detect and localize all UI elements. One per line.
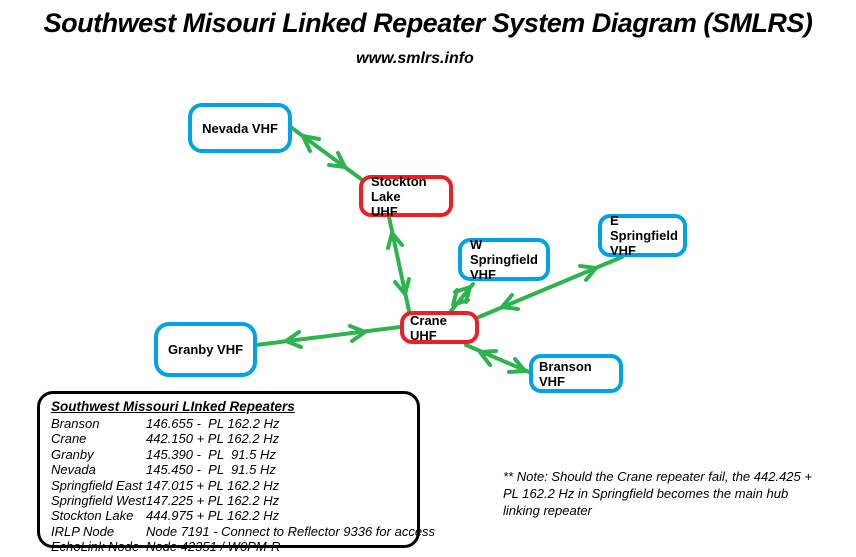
legend-row-value: 146.655 - PL 162.2 Hz	[146, 416, 280, 431]
legend-row-name: IRLP Node	[51, 523, 115, 539]
node-label: Nevada VHF	[202, 120, 278, 136]
legend-title: Southwest Missouri LInked Repeaters	[51, 399, 295, 414]
legend-row: Springfield West 147.225 + PL 162.2 Hz	[51, 493, 417, 508]
node-branson-vhf: Branson VHF	[529, 354, 623, 393]
link-crane-branson	[464, 343, 531, 374]
node-label: E Springfield VHF	[610, 213, 678, 258]
legend-row-value: 444.975 + PL 162.2 Hz	[146, 508, 280, 524]
legend-row-name: Stockton Lake	[51, 508, 134, 524]
node-crane-uhf: Crane UHF	[400, 311, 479, 344]
legend-row-name: Branson	[51, 416, 100, 431]
link-nevada-stockton	[290, 126, 363, 181]
failover-note-line: linking repeater	[503, 503, 592, 518]
legend-row-value: Node 42351 / W0PM-R	[146, 539, 281, 555]
link-crane-espringfield	[477, 255, 624, 319]
legend-row: Branson 146.655 - PL 162.2 Hz	[51, 416, 417, 431]
legend-row-name: Nevada	[51, 462, 96, 478]
legend-row-name: Granby	[51, 446, 94, 462]
legend-row: Springfield East 147.015 + PL 162.2 Hz	[51, 478, 417, 493]
legend-row-value: 147.015 + PL 162.2 Hz	[146, 477, 280, 493]
node-label: Granby VHF	[167, 342, 244, 357]
legend-row-name: EchoLink Node	[51, 539, 140, 555]
legend-row: IRLP Node Node 7191 - Connect to Reflect…	[51, 523, 435, 539]
legend-row-name: Crane	[51, 431, 87, 447]
legend-row: Stockton Lake 444.975 + PL 162.2 Hz	[51, 508, 417, 523]
legend-row-name: Springfield East	[51, 477, 143, 493]
legend-row: Granby 145.390 - PL 91.5 Hz	[51, 447, 417, 462]
page-subtitle: www.smlrs.info	[356, 50, 474, 67]
legend-row: Crane 442.150 + PL 162.2 Hz	[51, 431, 417, 446]
legend-row-value: 442.150 + PL 162.2 Hz	[146, 431, 280, 447]
node-nevada-vhf: Nevada VHF	[188, 103, 292, 153]
legend-row: EchoLink Node Node 42351 / W0PM-R	[51, 539, 417, 554]
failover-note-line: PL 162.2 Hz in Springfield becomes the m…	[503, 486, 789, 501]
legend-row-value: 145.390 - PL 91.5 Hz	[146, 446, 276, 462]
legend-row-value: Node 7191 - Connect to Reflector 9336 fo…	[146, 523, 436, 539]
link-stockton-crane	[386, 215, 411, 313]
link-crane-wspringfield	[449, 282, 475, 313]
legend-row-value: 147.225 + PL 162.2 Hz	[146, 493, 280, 509]
failover-note: ** Note: Should the Crane repeater fail,…	[503, 468, 823, 519]
node-label: Stockton Lake UHF	[371, 173, 427, 219]
page-title: Southwest Misouri Linked Repeater System…	[43, 8, 813, 38]
node-granby-vhf: Granby VHF	[154, 322, 257, 377]
node-stockton-lake-uhf: Stockton Lake UHF	[359, 173, 453, 219]
legend-row-value: 145.450 - PL 91.5 Hz	[146, 462, 276, 478]
link-granby-crane	[254, 324, 402, 349]
node-label: W Springfield VHF	[470, 237, 538, 282]
legend-row: Nevada 145.450 - PL 91.5 Hz	[51, 462, 417, 477]
node-label: Crane UHF	[410, 312, 447, 343]
failover-note-line: ** Note: Should the Crane repeater fail,…	[503, 469, 812, 484]
node-e-springfield-vhf: E Springfield VHF	[598, 213, 687, 258]
legend-box: Southwest Missouri LInked Repeaters Bran…	[37, 391, 435, 554]
legend-row-name: Springfield West	[51, 493, 146, 509]
node-label: Branson VHF	[539, 358, 592, 389]
node-w-springfield-vhf: W Springfield VHF	[458, 237, 550, 282]
